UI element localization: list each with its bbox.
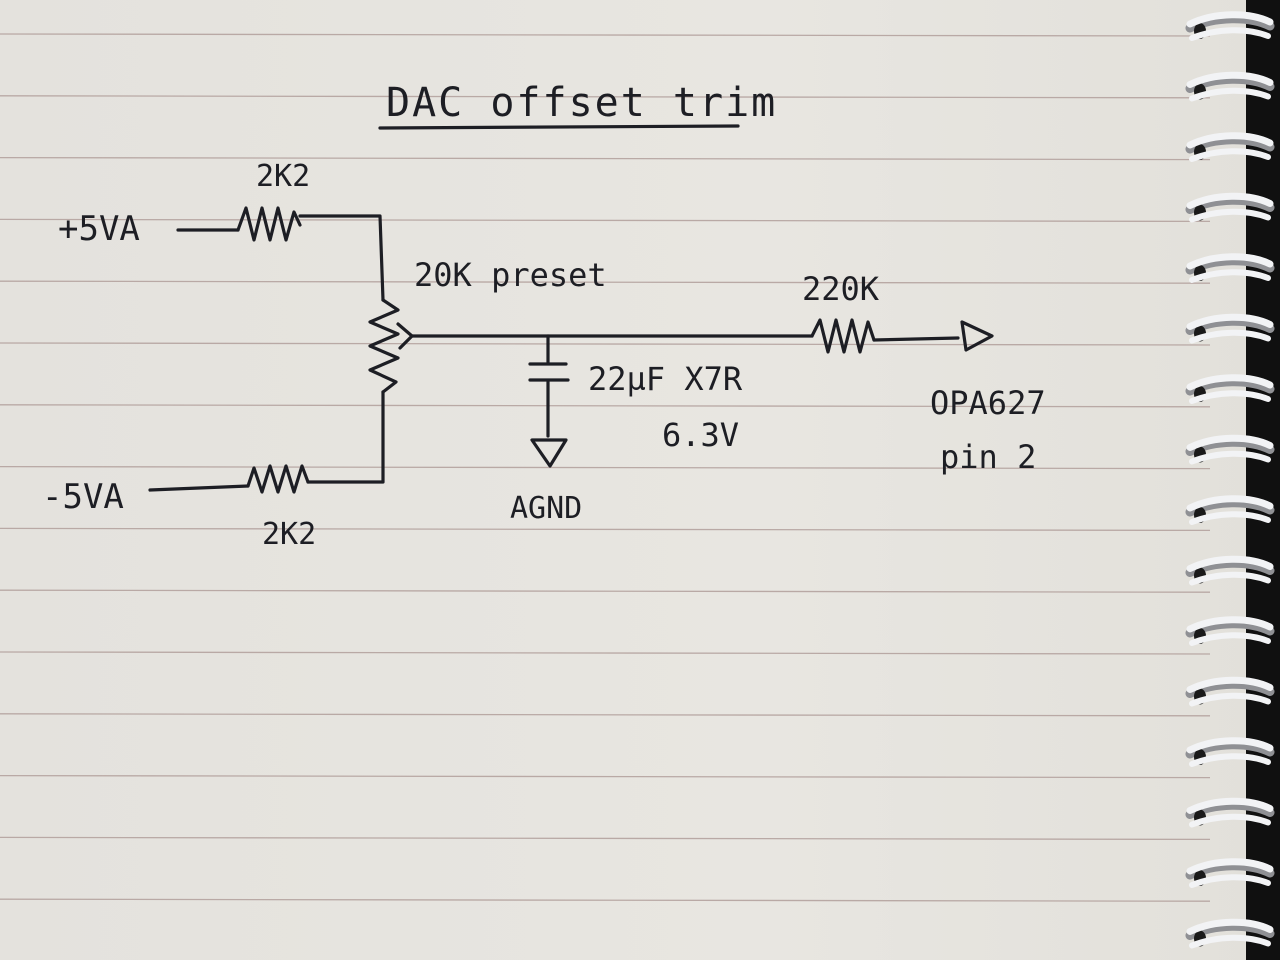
top-resistor-label: 2K2 (256, 159, 310, 194)
diagram-title: DAC offset trim (386, 80, 777, 126)
output-wire (872, 336, 960, 342)
ruled-line (0, 404, 1211, 408)
ruled-line (0, 527, 1211, 532)
capacitor-voltage-label: 6.3V (662, 416, 739, 454)
spiral-coil (1185, 737, 1275, 767)
ruled-line (0, 342, 1211, 346)
bottom-wire (306, 390, 385, 484)
ruled-line (0, 156, 1211, 161)
ruled-line (0, 465, 1211, 470)
ruled-line (0, 95, 1211, 99)
ruled-line (0, 280, 1211, 284)
spiral-coil (1185, 374, 1275, 404)
ruled-line (0, 836, 1211, 841)
spiral-coil (1185, 797, 1275, 828)
spiral-coil (1185, 616, 1275, 646)
ruled-line (0, 651, 1211, 655)
output-destination-line2: pin 2 (940, 438, 1036, 476)
negative-supply-label: -5VA (42, 477, 124, 517)
preset-label: 20K preset (414, 256, 607, 294)
ground-label: AGND (510, 491, 582, 526)
output-resistor-label: 220K (802, 270, 880, 308)
preset-wiper-arrow (396, 322, 414, 350)
spiral-coil (1185, 495, 1275, 525)
spiral-coil (1185, 253, 1275, 283)
spiral-coil (1185, 71, 1275, 102)
output-destination-line1: OPA627 (930, 384, 1046, 422)
spiral-coil (1185, 555, 1275, 586)
ruled-line (0, 218, 1211, 223)
ruled-line (0, 898, 1211, 902)
ruled-line (0, 589, 1211, 593)
spiral-coil (1185, 918, 1275, 949)
bottom-resistor-label: 2K2 (262, 517, 316, 552)
ground-symbol (530, 438, 568, 468)
ruled-line (0, 713, 1211, 717)
spiral-coil (1185, 434, 1275, 465)
output-arrow (960, 320, 994, 352)
negative-supply-wire (148, 484, 250, 492)
ruled-line (0, 774, 1211, 779)
capacitor-value-label: 22µF X7R (588, 360, 743, 398)
spiral-coil (1185, 858, 1275, 888)
spiral-coil (1185, 11, 1275, 41)
positive-supply-label: +5VA (58, 209, 140, 249)
title-underline (378, 124, 740, 130)
bottom-resistor-symbol (246, 464, 310, 494)
ruled-line (0, 33, 1211, 37)
preset-symbol (368, 298, 400, 394)
spiral-coil (1185, 132, 1275, 162)
spiral-coil (1185, 192, 1275, 223)
spiral-coil (1185, 676, 1275, 707)
spiral-coils (1185, 11, 1275, 949)
top-wire (298, 214, 385, 302)
output-resistor-symbol (810, 318, 876, 354)
spiral-coil (1185, 313, 1275, 344)
top-resistor-symbol (236, 206, 302, 242)
